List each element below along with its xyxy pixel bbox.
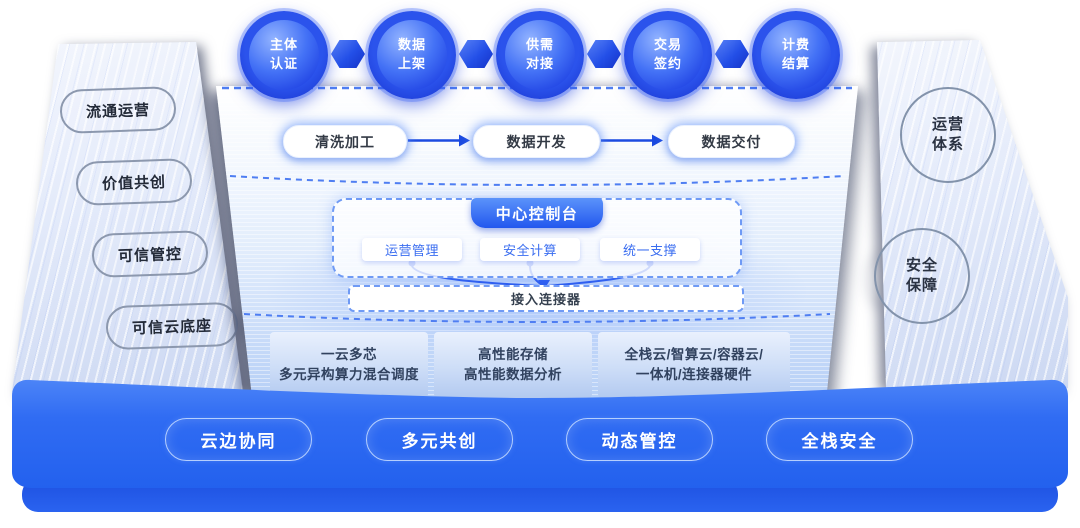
process-step-cleaning: 清洗加工 xyxy=(283,125,407,158)
process-step-label: 清洗加工 xyxy=(315,133,375,150)
flow-node-core: 供需 对接 xyxy=(505,20,575,90)
bottom-pill-cloud-edge: 云边协同 xyxy=(165,418,312,461)
flow-node-line1: 交易 xyxy=(653,37,682,53)
right-rail-label-line2: 保障 xyxy=(905,277,938,294)
right-rail-panel: 运营 体系 安全 保障 xyxy=(868,40,1068,388)
left-rail-item-circulation-ops: 流通运营 xyxy=(59,85,177,135)
capability-line1: 高性能存储 xyxy=(478,346,548,362)
left-rail-label: 价值共创 xyxy=(101,173,167,193)
central-console-title-tab: 中心控制台 xyxy=(471,198,603,228)
left-rail-item-trusted-control: 可信管控 xyxy=(91,229,209,279)
bottom-pill-label: 多元共创 xyxy=(401,432,478,451)
process-step-label: 数据交付 xyxy=(701,133,762,150)
capability-line2: 高性能数据分析 xyxy=(464,367,562,382)
flow-node-core: 主体 认证 xyxy=(249,20,319,90)
flow-node-billing-settlement: 计费 结算 xyxy=(752,11,840,99)
flow-node-line1: 数据 xyxy=(397,37,426,53)
flow-node-core: 数据 上架 xyxy=(377,20,447,90)
flow-node-core: 计费 结算 xyxy=(761,20,831,90)
process-step-development: 数据开发 xyxy=(473,125,600,158)
flow-connector-bead xyxy=(459,40,493,68)
console-module-label: 统一支撑 xyxy=(622,243,677,258)
bottom-pill-label: 云边协同 xyxy=(200,432,277,451)
capability-panel-fullstack-cloud: 全栈云/智算云/容器云/ 一体机/连接器硬件 xyxy=(598,332,790,398)
process-step-delivery: 数据交付 xyxy=(668,125,795,158)
flow-node-subject-auth: 主体 认证 xyxy=(240,11,328,99)
flow-connector-bead xyxy=(587,40,621,68)
right-rail-label-line2: 体系 xyxy=(931,136,964,153)
flow-node-core: 交易 签约 xyxy=(633,20,703,90)
flow-node-data-listing: 数据 上架 xyxy=(368,11,456,99)
right-rail-item-operation-system: 运营 体系 xyxy=(900,87,996,183)
flow-node-supply-demand: 供需 对接 xyxy=(496,11,584,99)
capability-panel-multichip: 一云多芯 多元异构算力混合调度 xyxy=(270,332,428,398)
central-stage: 清洗加工 数据开发 数据交付 中心控制台 运营管理 安全计算 统一支撑 接入连接… xyxy=(214,86,860,398)
left-rail-label: 可信管控 xyxy=(117,245,183,265)
left-rail-label: 流通运营 xyxy=(85,101,151,121)
bottom-bar xyxy=(12,379,1068,512)
flow-node-line2: 签约 xyxy=(653,56,682,71)
central-console-title: 中心控制台 xyxy=(495,205,579,223)
process-step-label: 数据开发 xyxy=(506,133,567,150)
flow-connector-bead xyxy=(331,40,365,68)
flow-node-transaction-signing: 交易 签约 xyxy=(624,11,712,99)
flow-node-line1: 主体 xyxy=(269,37,298,53)
right-rail-label-line1: 运营 xyxy=(931,115,964,133)
right-rail-item-security-assurance: 安全 保障 xyxy=(874,228,970,324)
access-connector-label: 接入连接器 xyxy=(510,292,581,307)
bottom-pill-diverse-cocreation: 多元共创 xyxy=(366,418,513,461)
flow-node-line2: 对接 xyxy=(525,56,554,71)
bottom-pill-dynamic-control: 动态管控 xyxy=(566,418,713,461)
capability-panel-storage: 高性能存储 高性能数据分析 xyxy=(434,332,592,398)
bottom-pill-label: 全栈安全 xyxy=(801,432,878,451)
left-rail-item-value-cocreation: 价值共创 xyxy=(75,157,193,207)
flow-node-line2: 结算 xyxy=(781,56,810,71)
capability-line1: 一云多芯 xyxy=(321,346,377,362)
console-module-secure-computing: 安全计算 xyxy=(480,238,580,261)
console-module-unified-support: 统一支撑 xyxy=(600,238,700,261)
capability-line2: 一体机/连接器硬件 xyxy=(635,367,753,382)
flow-node-line2: 上架 xyxy=(397,56,426,71)
console-module-operation-mgmt: 运营管理 xyxy=(362,238,462,261)
capability-line2: 多元异构算力混合调度 xyxy=(279,367,419,382)
right-rail-label-line1: 安全 xyxy=(905,256,938,274)
flow-node-line2: 认证 xyxy=(269,56,298,71)
flow-connector-bead xyxy=(715,40,749,68)
flow-node-line1: 供需 xyxy=(525,37,554,53)
left-rail-label: 可信云底座 xyxy=(131,317,213,337)
access-connector-bar: 接入连接器 xyxy=(348,285,744,312)
console-module-label: 安全计算 xyxy=(502,243,557,258)
capability-line1: 全栈云/智算云/容器云/ xyxy=(624,346,764,362)
flow-node-line1: 计费 xyxy=(781,37,810,53)
console-module-label: 运营管理 xyxy=(384,243,439,258)
left-rail-panel: 流通运营 价值共创 可信管控 可信云底座 xyxy=(12,42,243,392)
bottom-pill-fullstack-security: 全栈安全 xyxy=(766,418,913,461)
bottom-pill-label: 动态管控 xyxy=(601,432,678,451)
